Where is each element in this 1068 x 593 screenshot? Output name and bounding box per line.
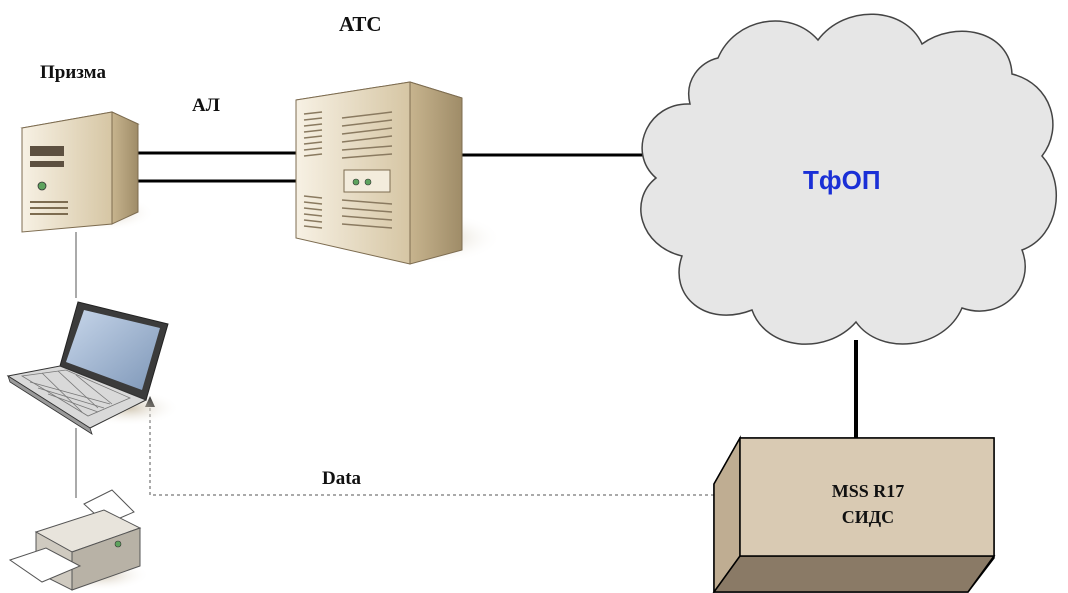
- data-label: Data: [322, 468, 362, 489]
- data-dashed-line: [145, 396, 714, 496]
- server-tower-icon: [20, 111, 155, 233]
- mss-label-line2: СИДС: [841, 507, 895, 527]
- laptop-icon: [6, 301, 180, 435]
- cloud-label: ТфОП: [803, 165, 881, 195]
- 3d-box-icon: [712, 435, 996, 593]
- prizma-label: Призма: [40, 62, 106, 83]
- mss-label: MSS R17 СИДС: [750, 478, 986, 530]
- al-label: АЛ: [192, 95, 220, 116]
- al-lines: [138, 151, 298, 183]
- mss-label-line1: MSS R17: [831, 481, 905, 501]
- telephone-exchange-icon: [295, 81, 502, 265]
- printer-icon: [8, 489, 150, 591]
- network-cloud-icon: [640, 13, 1057, 345]
- atc-label: АТС: [339, 12, 382, 36]
